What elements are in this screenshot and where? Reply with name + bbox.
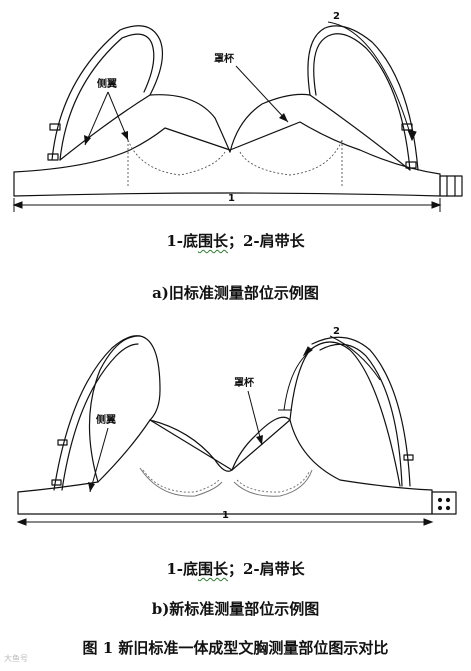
marker-2: 2 <box>333 326 340 337</box>
hook-eye <box>431 491 457 515</box>
caption-b: b)新标准测量部位示例图 <box>151 600 320 618</box>
bra-band-outline <box>13 171 441 197</box>
figure-b-drawing: 1 2 侧翼 罩杯 <box>16 326 457 526</box>
right-underwire-dashed <box>239 139 343 176</box>
label-cup: 罩杯 <box>214 52 235 65</box>
figure-b: 1 2 侧翼 罩杯 <box>0 310 471 535</box>
label-side-wing: 侧翼 <box>97 77 117 90</box>
right-underwire <box>233 469 313 497</box>
right-strap-ring <box>405 161 417 169</box>
left-strap-inner <box>59 33 155 161</box>
left-underwire-dashed <box>127 139 226 176</box>
left-cup-seam <box>149 419 233 472</box>
left-strap-inner <box>61 343 139 491</box>
figure-title: 图 1 新旧标准一体成型文胸测量部位图示对比 <box>82 639 389 657</box>
legend-a: 1-底围长；2-肩带长 <box>166 232 305 250</box>
right-strap-outer <box>307 25 419 171</box>
bra-body-outline <box>17 419 433 493</box>
measure-line-2 <box>327 21 417 142</box>
measure-line-1 <box>16 518 434 526</box>
label-cup: 罩杯 <box>234 376 255 389</box>
left-strap-ring <box>47 153 59 161</box>
right-strap-slider <box>403 454 414 461</box>
right-cup-edge <box>229 93 311 153</box>
left-strap-slider <box>49 123 61 131</box>
figure-a: 1 2 侧翼 罩杯 <box>0 0 471 220</box>
right-cup-outline <box>231 341 401 487</box>
right-strap-outer <box>311 336 411 487</box>
bra-body-outline <box>13 121 441 175</box>
right-side-wing-edge <box>309 94 411 171</box>
right-strap-inner <box>313 33 411 171</box>
measure-line-1 <box>12 198 442 212</box>
figure-a-drawing: 1 2 侧翼 罩杯 <box>12 11 463 212</box>
caption-a: a)旧标准测量部位示例图 <box>152 284 319 302</box>
left-cup-edge <box>149 94 231 153</box>
watermark: 大鱼号 <box>4 654 28 663</box>
marker-2: 2 <box>333 11 340 22</box>
left-cup-outline <box>88 335 161 483</box>
legend-b: 1-底围长；2-肩带长 <box>166 560 305 578</box>
measure-line-2 <box>278 335 381 411</box>
left-strap-ring <box>51 479 62 486</box>
left-side-wing-edge <box>59 94 151 161</box>
right-strap-inner <box>319 343 403 487</box>
left-strap-outer <box>51 25 163 161</box>
left-underwire <box>139 467 223 497</box>
marker-1: 1 <box>228 193 235 204</box>
left-strap-slider <box>57 439 68 446</box>
marker-1: 1 <box>222 510 229 521</box>
label-side-wing: 侧翼 <box>96 413 116 426</box>
hook-eye <box>439 175 463 197</box>
